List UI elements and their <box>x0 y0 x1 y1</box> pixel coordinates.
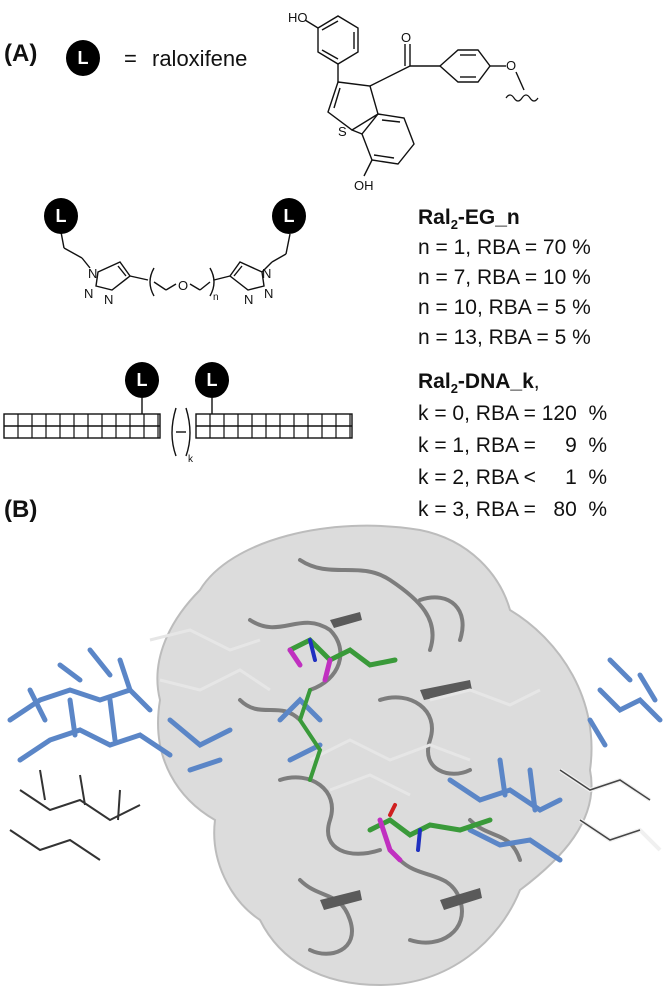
thiophene-ring <box>327 81 379 131</box>
dna-repeat-k: k <box>188 454 194 465</box>
ligand-symbol-dna-left: L <box>125 362 159 398</box>
eg-row-3: n = 10, RBA = 5 % <box>418 296 591 319</box>
ligand-symbol-eg-left: L <box>44 198 78 234</box>
eg-series-title: Ral2-EG_n <box>418 206 520 233</box>
atom-n1-right: N <box>262 266 271 281</box>
dna-row-2: k = 1, RBA = 9 % <box>418 434 608 457</box>
atom-o-carbonyl: O <box>401 30 411 45</box>
eg-row-4: n = 13, RBA = 5 % <box>418 326 591 349</box>
dna-center-white <box>149 628 541 797</box>
dna-row-4: k = 3, RBA = 80 % <box>418 498 608 521</box>
panel-b-label: (B) <box>4 496 38 523</box>
atom-oh-bottom: OH <box>354 178 374 193</box>
dna-series-title: Ral2-DNA_k, <box>418 370 540 397</box>
legend-equals: = <box>124 46 137 71</box>
dna-left-dark <box>9 769 141 861</box>
triazole-right <box>229 261 265 291</box>
protein-sheets <box>320 612 482 910</box>
ligand-symbol-dna-right: L <box>195 362 229 398</box>
atom-s: S <box>338 124 347 139</box>
atom-ho-top: HO <box>288 10 308 25</box>
atom-n1-left: N <box>88 266 97 281</box>
atom-n3-left: N <box>104 292 113 307</box>
atom-n3-right: N <box>244 292 253 307</box>
panel-a-label: (A) <box>4 40 38 67</box>
triazole-left <box>95 261 131 291</box>
atom-n2-left: N <box>84 286 93 301</box>
eg-row-2: n = 7, RBA = 10 % <box>418 266 591 289</box>
atom-n2-right: N <box>264 286 273 301</box>
phenol-ring-top <box>317 15 359 65</box>
eg-row-1: n = 1, RBA = 70 % <box>418 236 591 259</box>
ligand-bottom <box>367 803 493 863</box>
protein-surface <box>156 524 593 987</box>
ligand-symbol-legend: L <box>66 40 100 76</box>
ligand-symbol-eg-right: L <box>272 198 306 234</box>
legend-raloxifene: raloxifene <box>152 46 248 71</box>
ligand-top <box>287 636 398 782</box>
peg-repeat-n: n <box>213 292 219 303</box>
dna-right-blue <box>447 657 663 863</box>
atom-o-ether: O <box>506 58 516 73</box>
chemical-structures: HO O O S OH N N N O n N N N k <box>3 10 539 465</box>
dna-right-outline <box>559 769 651 841</box>
dna-ladder <box>3 413 353 439</box>
protein-ribbons <box>238 558 522 956</box>
atom-peg-o: O <box>178 278 188 293</box>
dna-left-blue <box>7 647 323 773</box>
dna-row-1: k = 0, RBA = 120 % <box>418 402 608 425</box>
dna-row-3: k = 2, RBA < 1 % <box>418 466 608 489</box>
